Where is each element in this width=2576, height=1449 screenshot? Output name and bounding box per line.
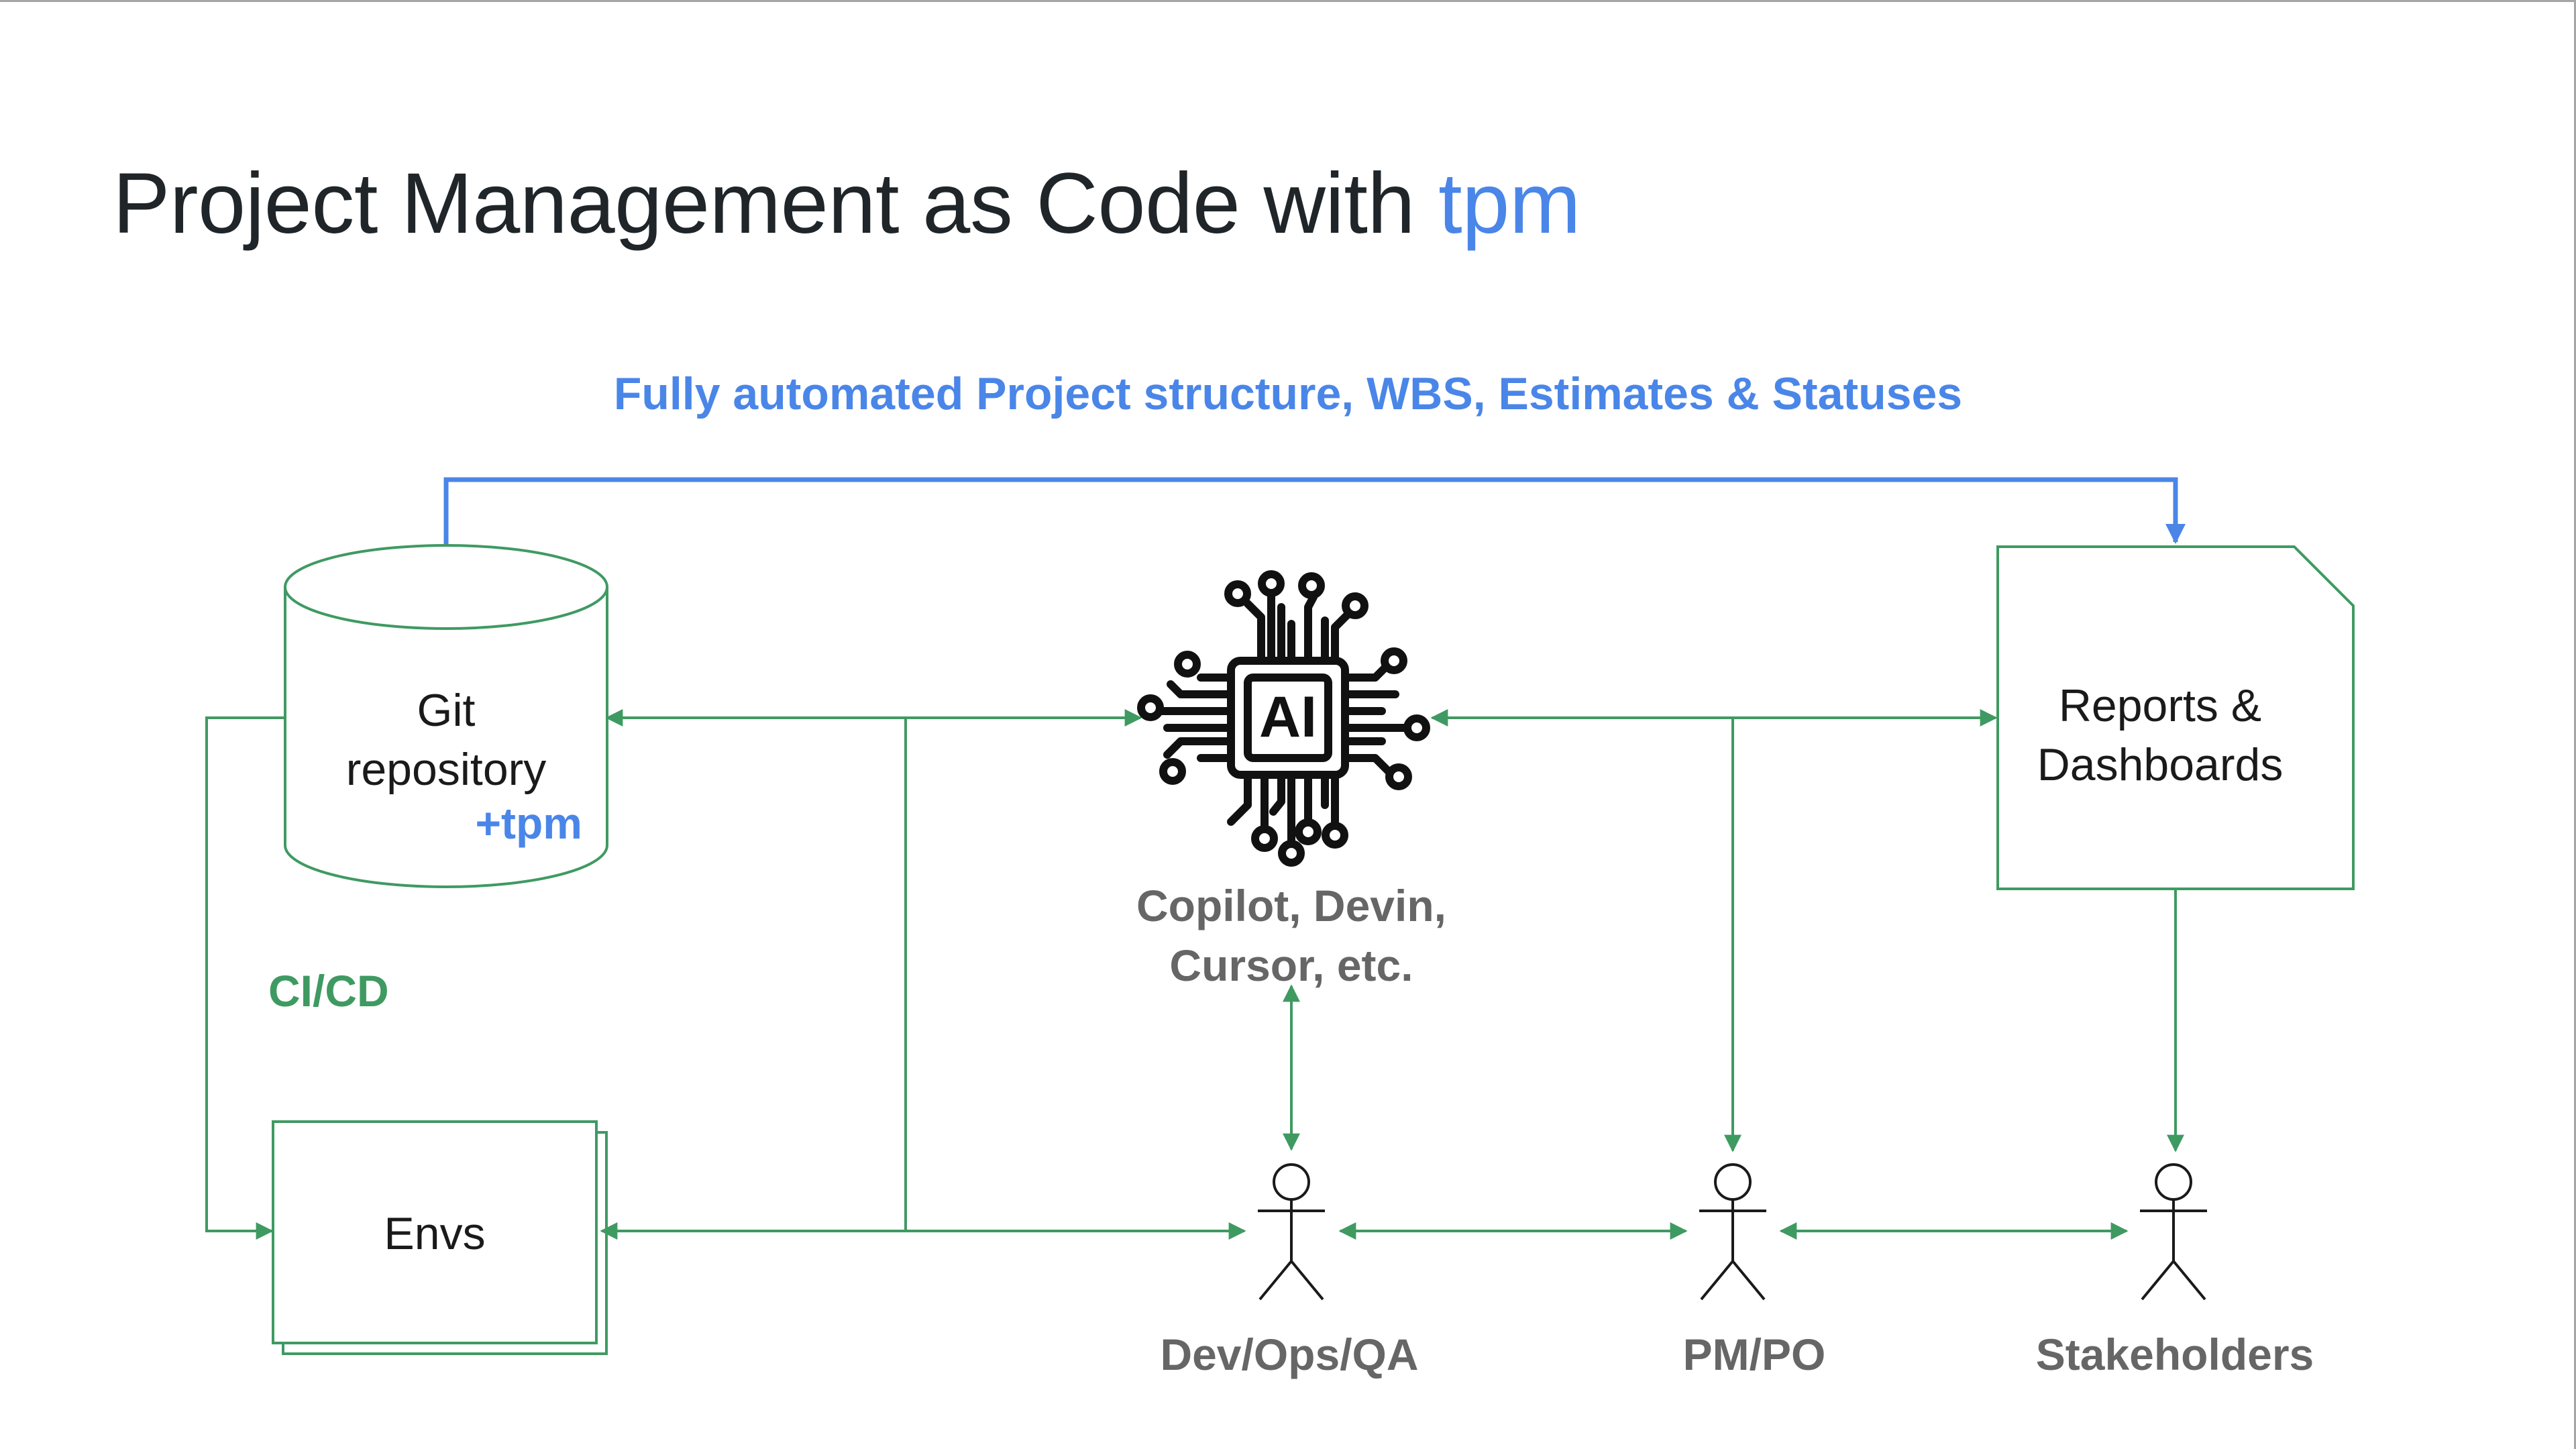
- envs-label: Envs: [384, 1208, 485, 1259]
- automation-banner: Fully automated Project structure, WBS, …: [614, 368, 1962, 419]
- reports-dashboards-node: Reports & Dashboards: [1996, 545, 2355, 890]
- reports-label-line1: Reports &: [2059, 680, 2261, 731]
- actor-stakeholders: [2140, 1163, 2207, 1301]
- ai-label-line2: Cursor, etc.: [1169, 941, 1413, 990]
- right-border: [2574, 0, 2576, 1449]
- green-connectors: [205, 709, 2184, 1240]
- document-shape: [1996, 545, 2355, 890]
- envs-node: Envs: [272, 1120, 608, 1355]
- ai-chip-icon: [1137, 570, 1430, 867]
- top-border: [0, 0, 2576, 2]
- cicd-connector: [205, 716, 285, 1240]
- git-tpm-tag: +tpm: [475, 798, 582, 848]
- title-accent: tpm: [1438, 156, 1580, 252]
- actor-dev-ops-qa: [1258, 1163, 1325, 1301]
- git-label-line1: Git: [417, 685, 476, 736]
- automation-connector: [443, 477, 2186, 547]
- ai-chip-text: AI: [1259, 685, 1317, 749]
- chip-inner: [1244, 674, 1332, 762]
- slide-title: Project Management as Code with tpm: [113, 154, 1580, 253]
- actor-pm-label: PM/PO: [1683, 1330, 1826, 1379]
- ai-label-line1: Copilot, Devin,: [1136, 881, 1446, 930]
- actor-dev-label: Dev/Ops/QA: [1160, 1330, 1418, 1379]
- envs-front-box: [272, 1120, 598, 1344]
- git-repository-node: Git repository +tpm: [284, 544, 608, 888]
- git-label-line2: repository: [346, 744, 547, 795]
- actor-stakeholders-label: Stakeholders: [2036, 1330, 2314, 1379]
- reports-label-line2: Dashboards: [2037, 739, 2284, 790]
- actor-pm-po: [1699, 1163, 1766, 1301]
- cicd-label: CI/CD: [268, 966, 389, 1016]
- cylinder-top: [284, 544, 608, 630]
- title-text: Project Management as Code with: [113, 156, 1439, 252]
- cylinder-body: [284, 587, 608, 888]
